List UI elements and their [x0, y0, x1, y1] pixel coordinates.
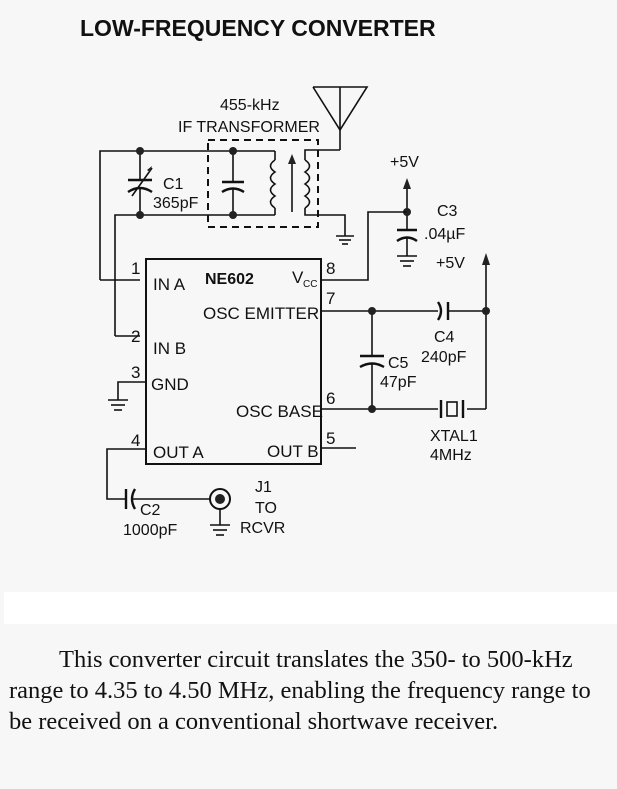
c5-capacitor [359, 354, 385, 369]
vcc-wire [322, 211, 407, 281]
svg-text:OUT A: OUT A [153, 443, 204, 462]
c4-value: 240pF [421, 349, 467, 366]
c5-ref: C5 [388, 355, 409, 372]
svg-text:OSC EMITTER: OSC EMITTER [203, 304, 319, 323]
ne602-ic [145, 258, 322, 465]
pin-7: 7 OSC EMITTER [203, 289, 335, 323]
svg-text:7: 7 [326, 289, 335, 308]
if-transformer-shield [207, 139, 319, 228]
ground-icon [108, 399, 128, 411]
svg-text:4: 4 [131, 431, 140, 450]
c4-capacitor [436, 301, 450, 321]
transformer-label-freq: 455-kHz [220, 97, 280, 114]
svg-text:V: V [292, 268, 304, 287]
junction-dot [482, 307, 490, 315]
c3-capacitor [396, 178, 418, 256]
separator-band [4, 592, 617, 624]
crystal-icon [439, 400, 465, 418]
j1-to: TO [255, 500, 277, 517]
svg-text:2: 2 [131, 327, 140, 346]
transformer-label-name: IF TRANSFORMER [178, 119, 320, 136]
ic-name: NE602 [205, 271, 254, 288]
ground-icon [336, 235, 354, 245]
svg-text:IN A: IN A [153, 275, 186, 294]
c3-ref: C3 [437, 203, 458, 220]
svg-text:OUT B: OUT B [267, 442, 319, 461]
svg-text:OSC BASE: OSC BASE [236, 402, 323, 421]
supply-label-top: +5V [390, 154, 419, 171]
junction-dot [229, 147, 237, 155]
figure-caption: This converter circuit translates the 35… [9, 646, 591, 735]
pin-8: 8 V CC [292, 259, 335, 290]
j1-rcvr: RCVR [240, 520, 285, 537]
pin-6: 6 OSC BASE [236, 389, 335, 421]
gnd-wire [117, 381, 146, 400]
pin-1: 1 IN A [131, 259, 186, 294]
xtal1-value: 4MHz [430, 447, 472, 464]
antenna-icon [312, 86, 369, 150]
c5-value: 47pF [380, 374, 417, 391]
pin-5: 5 OUT B [267, 429, 335, 461]
ground-icon [397, 255, 417, 267]
svg-text:6: 6 [326, 389, 335, 408]
junction-dot [229, 211, 237, 219]
svg-text:GND: GND [151, 375, 189, 394]
c1-variable-capacitor [127, 151, 153, 215]
svg-text:5: 5 [326, 429, 335, 448]
junction-dot [368, 307, 376, 315]
xtal1-ref: XTAL1 [430, 428, 478, 445]
c2-capacitor [124, 488, 137, 510]
c2-ref: C2 [140, 502, 161, 519]
svg-text:IN B: IN B [153, 339, 186, 358]
c3-value: .04µF [424, 226, 465, 243]
schematic: LOW-FREQUENCY CONVERTER 455-kHz IF TRANS… [80, 15, 490, 539]
input-tank-wiring [99, 150, 275, 337]
j1-ref: J1 [255, 479, 272, 496]
diagram-title: LOW-FREQUENCY CONVERTER [80, 15, 436, 41]
if-transformer-icon [221, 149, 346, 236]
svg-text:1: 1 [131, 259, 140, 278]
pin-3: 3 GND [131, 363, 189, 394]
svg-text:CC: CC [303, 279, 317, 290]
out-a-wire [106, 448, 146, 500]
oscillator-wiring [321, 260, 487, 410]
c1-ref: C1 [163, 176, 184, 193]
pin-2: 2 IN B [131, 327, 186, 358]
svg-text:3: 3 [131, 363, 140, 382]
supply-label-right: +5V [436, 255, 465, 272]
c2-value: 1000pF [123, 522, 177, 539]
rca-jack-icon [209, 488, 231, 536]
pin-4: 4 OUT A [131, 431, 204, 462]
junction-dot [368, 405, 376, 413]
svg-text:8: 8 [326, 259, 335, 278]
junction-dot [136, 211, 144, 219]
junction-dot [136, 147, 144, 155]
c1-value: 365pF [153, 195, 199, 212]
c4-ref: C4 [434, 329, 455, 346]
supply-arrow-icon [482, 253, 490, 265]
